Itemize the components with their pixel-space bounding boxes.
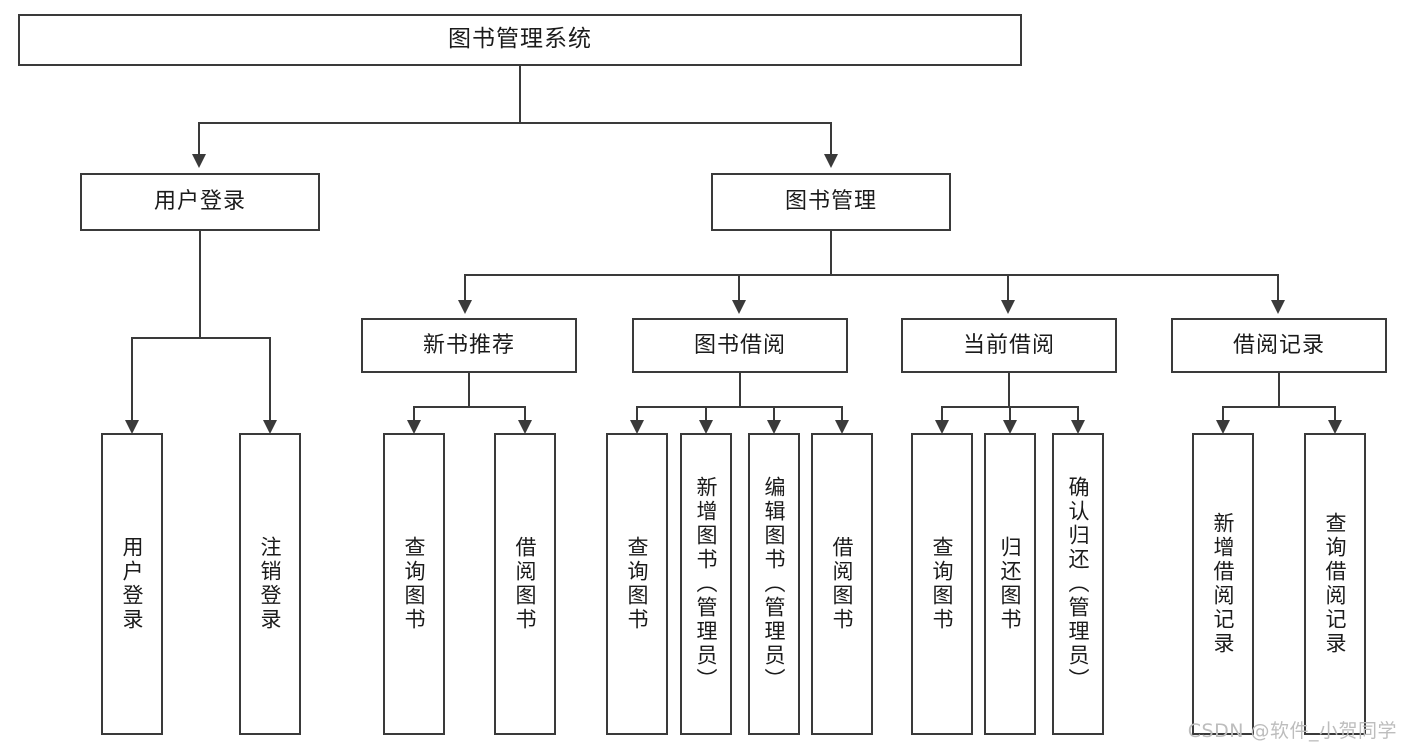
- node-user-login[interactable]: 用户登录: [80, 173, 320, 231]
- node-label: 查询图书: [625, 536, 650, 632]
- arrow-to-cb-leaf-1: [935, 420, 949, 434]
- node-label: 编辑图书（管理员）: [762, 476, 787, 692]
- node-label: 新书推荐: [422, 332, 515, 358]
- node-borrow-records[interactable]: 借阅记录: [1171, 318, 1387, 373]
- leaf-cb-return-books[interactable]: 归还图书: [984, 433, 1036, 735]
- connector-drop-nbr-leaf-1: [413, 406, 415, 424]
- node-label: 查询借阅记录: [1323, 512, 1348, 656]
- node-label: 当前借阅: [962, 332, 1055, 358]
- connector-drop-user-login-leaf-2: [269, 337, 271, 424]
- node-label: 借阅图书: [513, 536, 538, 632]
- arrow-to-book-management: [824, 154, 838, 168]
- arrow-to-nbr-leaf-2: [518, 420, 532, 434]
- node-label: 借阅记录: [1232, 332, 1325, 358]
- arrow-to-user-login-leaf-1: [125, 420, 139, 434]
- arrow-to-cb-leaf-3: [1071, 420, 1085, 434]
- node-label: 图书管理: [784, 189, 877, 215]
- connector-root-stem: [519, 66, 521, 123]
- arrow-to-user-login-leaf-2: [263, 420, 277, 434]
- node-label: 新增借阅记录: [1211, 512, 1236, 656]
- connector-drop-cb-leaf-3: [1077, 406, 1079, 424]
- leaf-bb-edit-book-admin[interactable]: 编辑图书（管理员）: [748, 433, 800, 735]
- connector-level2-bus: [198, 122, 832, 124]
- node-label: 新增图书（管理员）: [694, 476, 719, 692]
- connector-book-management-stem: [830, 231, 832, 275]
- node-root-book-management-system[interactable]: 图书管理系统: [18, 14, 1022, 66]
- node-label: 注销登录: [258, 536, 283, 632]
- connector-new-book-recommend-leaf-bus: [413, 406, 526, 408]
- connector-drop-br-leaf-1: [1222, 406, 1224, 424]
- leaf-bb-add-book-admin[interactable]: 新增图书（管理员）: [680, 433, 732, 735]
- node-label: 用户登录: [153, 189, 246, 215]
- arrow-to-bb-leaf-1: [630, 420, 644, 434]
- leaf-bb-query-books[interactable]: 查询图书: [606, 433, 668, 735]
- connector-drop-nbr-leaf-2: [524, 406, 526, 424]
- node-label: 图书借阅: [693, 332, 786, 358]
- leaf-br-add-record[interactable]: 新增借阅记录: [1192, 433, 1254, 735]
- node-book-borrow[interactable]: 图书借阅: [632, 318, 848, 373]
- leaf-user-login-logout[interactable]: 注销登录: [239, 433, 301, 735]
- connector-user-login-leaf-bus: [131, 337, 271, 339]
- arrow-to-current-borrow: [1001, 300, 1015, 314]
- arrow-to-user-login: [192, 154, 206, 168]
- connector-drop-bb-leaf-1: [636, 406, 638, 424]
- connector-current-borrow-stem: [1008, 373, 1010, 407]
- connector-level2-drop-user-login: [198, 122, 200, 156]
- leaf-nbr-borrow-books[interactable]: 借阅图书: [494, 433, 556, 735]
- node-label: 查询图书: [930, 536, 955, 632]
- connector-level2-drop-book-management: [830, 122, 832, 156]
- arrow-to-book-borrow: [732, 300, 746, 314]
- connector-level3-bus: [464, 274, 1278, 276]
- arrow-to-nbr-leaf-1: [407, 420, 421, 434]
- leaf-user-login-login[interactable]: 用户登录: [101, 433, 163, 735]
- connector-drop-user-login-leaf-1: [131, 337, 133, 424]
- node-new-book-recommend[interactable]: 新书推荐: [361, 318, 577, 373]
- node-label: 确认归还（管理员）: [1066, 476, 1091, 692]
- node-label: 查询图书: [402, 536, 427, 632]
- connector-drop-book-borrow: [738, 274, 740, 304]
- arrow-to-bb-leaf-4: [835, 420, 849, 434]
- leaf-bb-borrow-books[interactable]: 借阅图书: [811, 433, 873, 735]
- connector-borrow-records-stem: [1278, 373, 1280, 407]
- connector-drop-bb-leaf-4: [841, 406, 843, 424]
- node-label: 归还图书: [998, 536, 1023, 632]
- connector-drop-cb-leaf-2: [1009, 406, 1011, 424]
- connector-book-borrow-stem: [739, 373, 741, 407]
- connector-drop-br-leaf-2: [1334, 406, 1336, 424]
- connector-book-borrow-leaf-bus: [636, 406, 843, 408]
- connector-drop-bb-leaf-3: [773, 406, 775, 424]
- arrow-to-borrow-records: [1271, 300, 1285, 314]
- connector-drop-borrow-records: [1277, 274, 1279, 304]
- connector-borrow-records-leaf-bus: [1222, 406, 1336, 408]
- connector-new-book-recommend-stem: [468, 373, 470, 407]
- arrow-to-bb-leaf-3: [767, 420, 781, 434]
- leaf-cb-query-books[interactable]: 查询图书: [911, 433, 973, 735]
- leaf-nbr-query-books[interactable]: 查询图书: [383, 433, 445, 735]
- node-label: 图书管理系统: [448, 26, 592, 53]
- node-label: 用户登录: [120, 536, 145, 632]
- connector-user-login-stem: [199, 231, 201, 338]
- connector-drop-bb-leaf-2: [705, 406, 707, 424]
- node-label: 借阅图书: [830, 536, 855, 632]
- connector-drop-new-book-recommend: [464, 274, 466, 304]
- arrow-to-cb-leaf-2: [1003, 420, 1017, 434]
- connector-drop-current-borrow: [1007, 274, 1009, 304]
- arrow-to-bb-leaf-2: [699, 420, 713, 434]
- node-current-borrow[interactable]: 当前借阅: [901, 318, 1117, 373]
- arrow-to-new-book-recommend: [458, 300, 472, 314]
- node-book-management[interactable]: 图书管理: [711, 173, 951, 231]
- leaf-cb-confirm-return-admin[interactable]: 确认归还（管理员）: [1052, 433, 1104, 735]
- leaf-br-query-record[interactable]: 查询借阅记录: [1304, 433, 1366, 735]
- arrow-to-br-leaf-2: [1328, 420, 1342, 434]
- connector-drop-cb-leaf-1: [941, 406, 943, 424]
- arrow-to-br-leaf-1: [1216, 420, 1230, 434]
